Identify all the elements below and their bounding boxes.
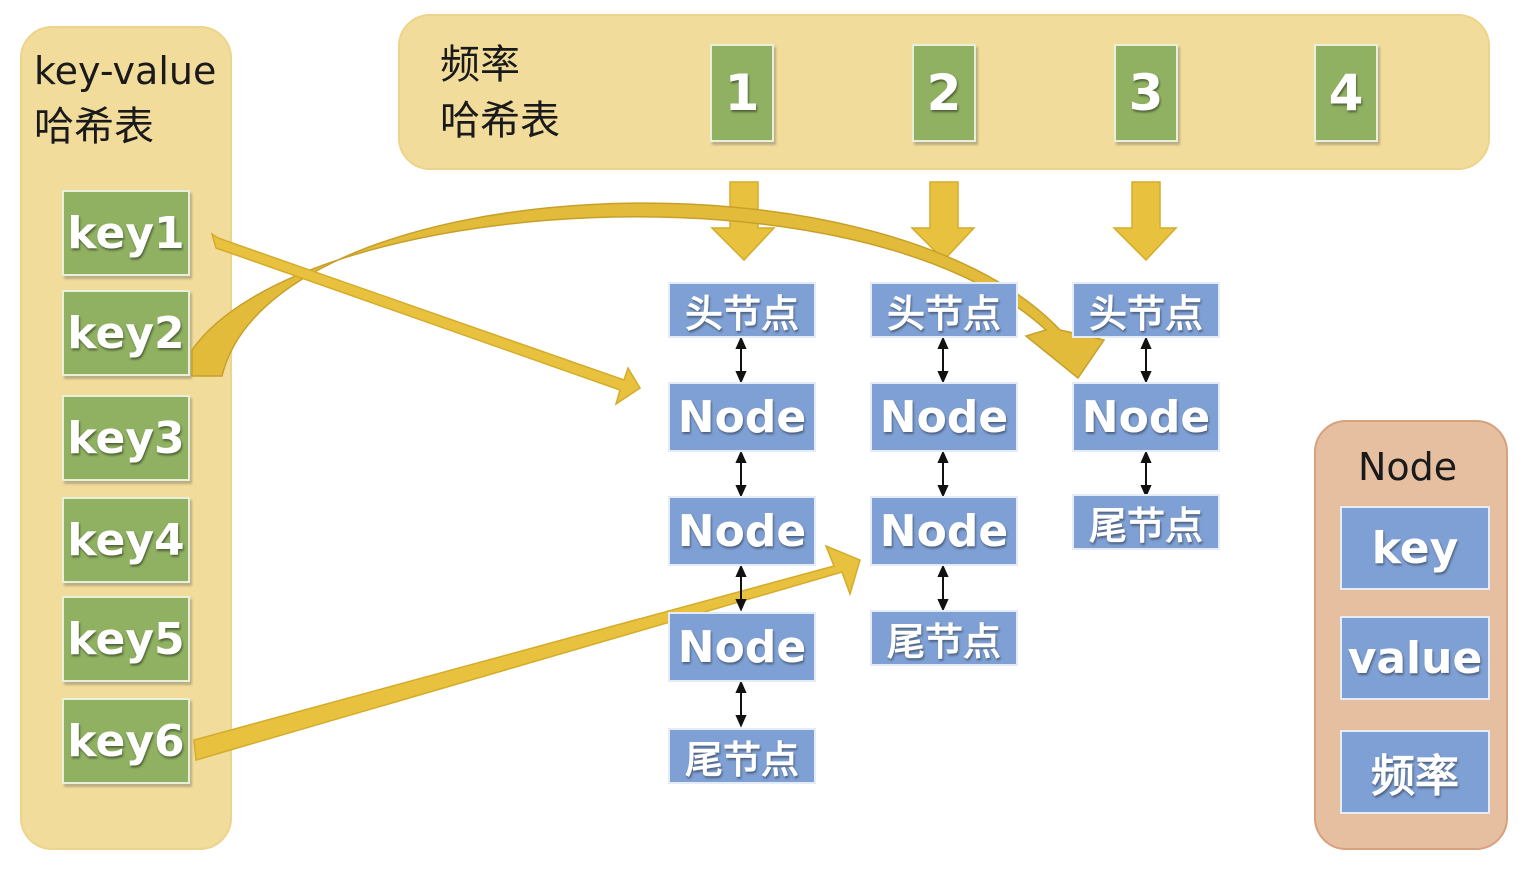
list1-head-node: 头节点: [668, 282, 816, 338]
key-box-key3: key3: [62, 395, 190, 481]
freq-bucket-1: 1: [710, 44, 774, 142]
key-box-key2: key2: [62, 290, 190, 376]
list1-tail-node: 尾节点: [668, 728, 816, 784]
list2-node-1: Node: [870, 382, 1018, 452]
freq-hash-title-line2: 哈希表: [440, 98, 560, 144]
list2-head-node: 头节点: [870, 282, 1018, 338]
down-arrow-freq-3: [1112, 181, 1178, 262]
list3-node-1: Node: [1072, 382, 1220, 452]
node-field-frequency: 频率: [1340, 730, 1490, 814]
arrow-key1: [210, 232, 642, 406]
node-field-value: value: [1340, 616, 1490, 700]
list2-tail-node: 尾节点: [870, 610, 1018, 666]
freq-hash-title-line1: 频率: [440, 42, 520, 88]
kv-hash-title-line1: key-value: [34, 49, 217, 93]
node-structure-title: Node: [1358, 445, 1458, 489]
down-arrow-freq-1: [710, 181, 776, 262]
list1-node-3: Node: [668, 612, 816, 682]
list1-node-1: Node: [668, 382, 816, 452]
key-box-key1: key1: [62, 190, 190, 276]
node-field-key: key: [1340, 506, 1490, 590]
list3-head-node: 头节点: [1072, 282, 1220, 338]
down-arrow-freq-2: [910, 181, 976, 262]
key-box-key6: key6: [62, 698, 190, 784]
freq-bucket-2: 2: [912, 44, 976, 142]
freq-bucket-4: 4: [1314, 44, 1378, 142]
list1-node-2: Node: [668, 496, 816, 566]
key-box-key4: key4: [62, 497, 190, 583]
list3-tail-node: 尾节点: [1072, 494, 1220, 550]
kv-hash-title-line2: 哈希表: [34, 104, 154, 150]
freq-bucket-3: 3: [1114, 44, 1178, 142]
list2-node-2: Node: [870, 496, 1018, 566]
key-box-key5: key5: [62, 596, 190, 682]
